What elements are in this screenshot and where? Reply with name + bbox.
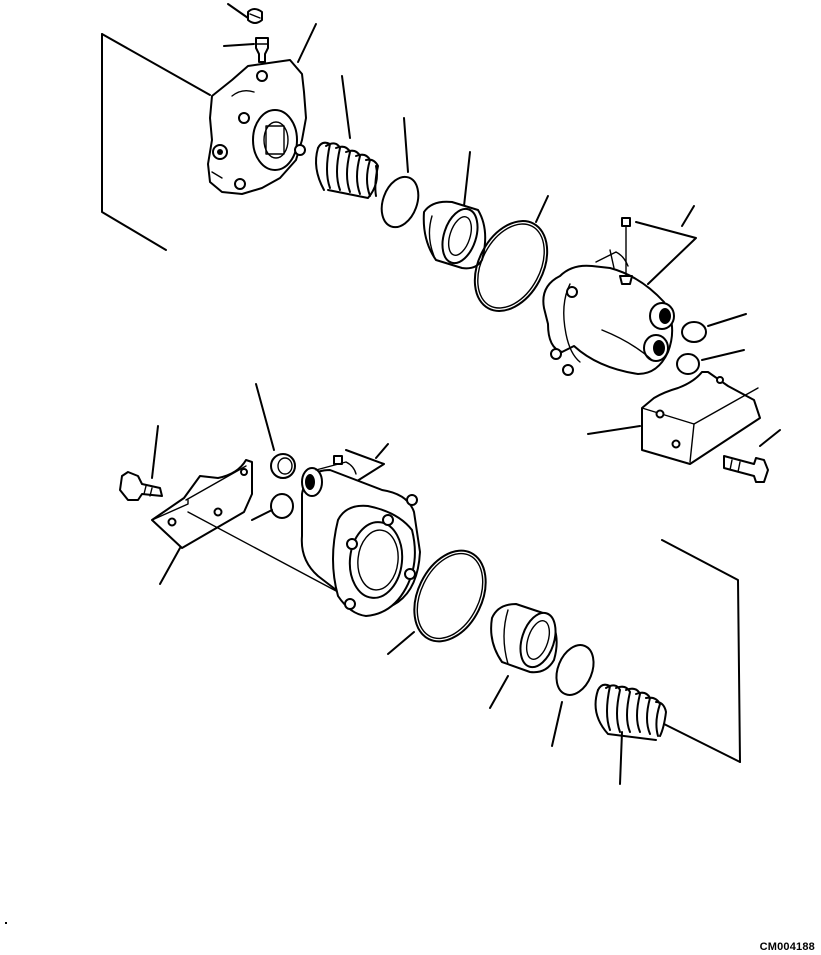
upper-group-bracket	[101, 33, 211, 251]
lower-bolt	[119, 425, 163, 501]
lower-cover-caps	[251, 383, 296, 521]
lower-oring-small	[551, 644, 595, 747]
upper-cover-caps	[676, 313, 747, 375]
upper-oring-small	[380, 117, 420, 229]
upper-plug	[223, 37, 269, 63]
lower-group-bracket	[661, 539, 741, 763]
upper-pump-housing	[207, 23, 317, 195]
upper-piston	[422, 151, 487, 270]
top-plug	[227, 3, 263, 24]
lower-piston	[489, 603, 558, 709]
upper-cover-body	[542, 251, 675, 376]
lower-cover-body	[300, 461, 421, 617]
lower-oring-large	[387, 549, 487, 655]
upper-cover-plug	[609, 205, 697, 285]
upper-bolt	[723, 429, 781, 483]
upper-bracket	[587, 371, 761, 465]
drawing-code: CM004188	[759, 941, 815, 953]
corner-mark	[5, 922, 7, 924]
lower-bracket	[151, 459, 339, 593]
upper-oring-large	[473, 195, 549, 312]
lower-spring	[594, 683, 667, 785]
upper-spring	[315, 75, 379, 199]
